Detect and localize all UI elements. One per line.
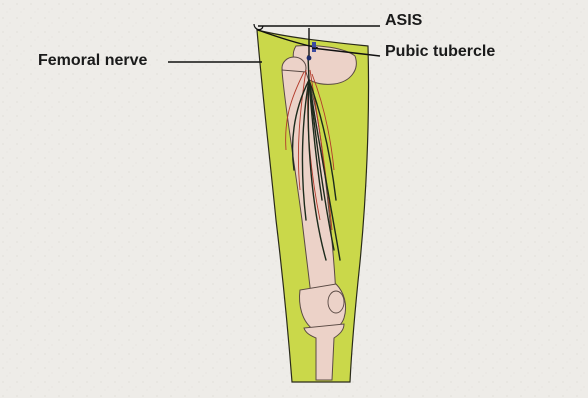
femoral-nerve-label: Femoral nerve — [38, 53, 147, 69]
asis-label: ASIS — [385, 13, 422, 29]
patella — [328, 291, 344, 313]
pubic-tubercle-label: Pubic tubercle — [385, 44, 495, 60]
